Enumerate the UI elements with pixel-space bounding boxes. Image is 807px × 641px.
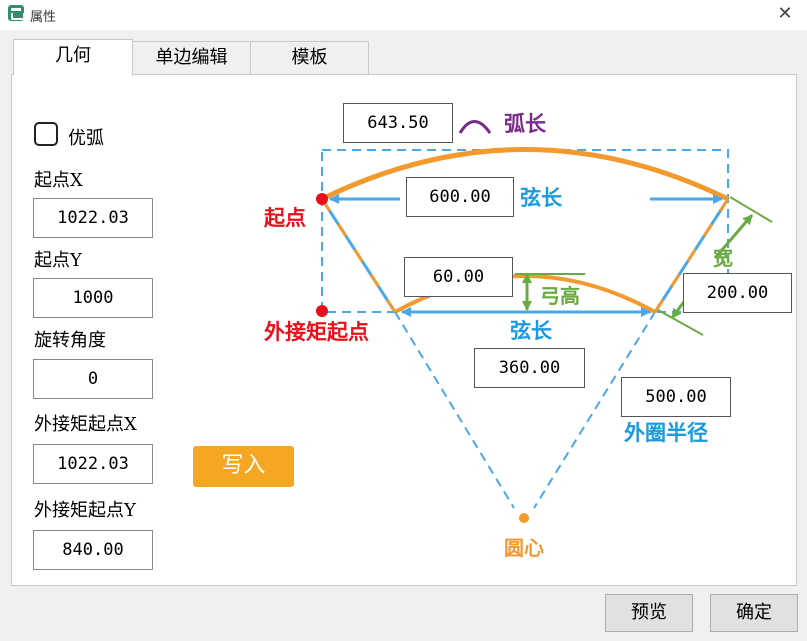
tab-template[interactable]: 模板: [250, 41, 369, 75]
outer-chord-label: 弦长: [520, 185, 563, 210]
ok-button[interactable]: 确定: [710, 594, 798, 632]
inner-chord-label: 弦长: [510, 318, 553, 343]
start-x-input[interactable]: 1022.03: [33, 198, 153, 238]
write-button[interactable]: 写入: [193, 446, 294, 487]
major-arc-label: 优弧: [68, 128, 104, 149]
app-icon: [8, 5, 25, 21]
width-arrow-up: [713, 214, 754, 259]
outer-radius-label: 外圈半径: [624, 420, 708, 445]
width-tick-bottom: [657, 309, 704, 336]
start-point-label: 起点: [263, 205, 306, 230]
title-bar: 属性 ✕: [0, 0, 807, 30]
tab-single-edge-edit[interactable]: 单边编辑: [132, 41, 251, 75]
arc-length-label: 弧长: [504, 111, 547, 136]
width-label: 宽: [713, 246, 733, 270]
side-right-orange: [653, 198, 730, 313]
radius-line-left: [394, 311, 515, 509]
start-y-input[interactable]: 1000: [33, 278, 153, 318]
bbox-start-y-label: 外接矩起点Y: [34, 500, 136, 521]
sagitta-label: 弓高: [540, 284, 580, 308]
bbox-start-point: [316, 305, 328, 317]
side-left-orange: [320, 198, 397, 313]
rotation-label: 旋转角度: [34, 330, 106, 351]
major-arc-checkbox[interactable]: [34, 122, 58, 146]
sagitta-value: 60.00: [404, 257, 513, 297]
inner-chord-value: 360.00: [474, 348, 585, 388]
bbox-start-x-label: 外接矩起点X: [34, 414, 137, 435]
start-x-label: 起点X: [34, 170, 83, 191]
window-title: 属性: [30, 10, 57, 25]
outer-chord-value: 600.00: [406, 177, 514, 217]
width-value: 200.00: [683, 273, 792, 313]
center-point: [519, 513, 529, 523]
width-tick-top: [729, 196, 773, 223]
outer-radius-value: 500.00: [621, 377, 731, 417]
center-label: 圆心: [504, 536, 544, 560]
radius-line-right: [533, 311, 656, 509]
outer-arc: [320, 147, 730, 202]
preview-button[interactable]: 预览: [605, 594, 693, 632]
bbox-start-y-input[interactable]: 840.00: [33, 530, 153, 570]
rotation-input[interactable]: 0: [33, 359, 153, 399]
start-point: [316, 193, 328, 205]
arc-length-value: 643.50: [343, 103, 453, 143]
tab-geometry[interactable]: 几何: [13, 39, 133, 76]
close-icon[interactable]: ✕: [777, 3, 793, 24]
bbox-start-x-input[interactable]: 1022.03: [33, 444, 153, 484]
arc-icon: [458, 120, 492, 134]
bbox-start-label: 外接矩起点: [264, 319, 369, 344]
geometry-panel: [11, 74, 797, 586]
start-y-label: 起点Y: [34, 250, 82, 271]
